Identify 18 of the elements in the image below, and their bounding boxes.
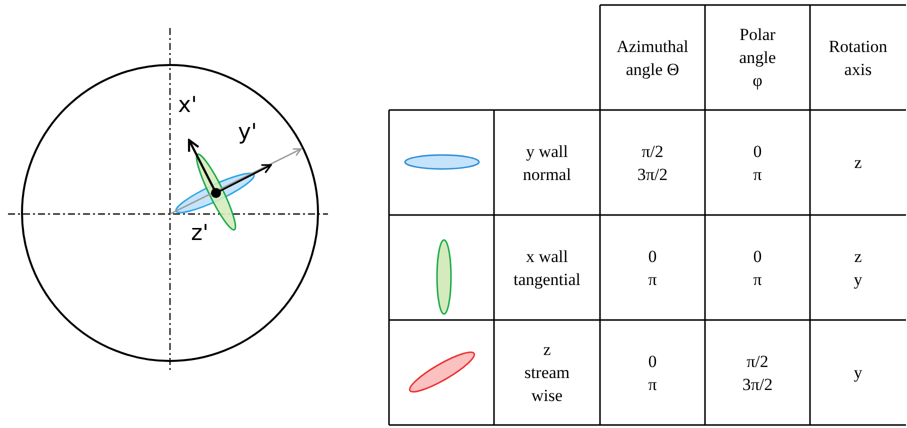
column-header: Rotation axis [828,36,888,80]
row-header: y wall normal [522,140,572,186]
table-cell-text: π/2 3π/2 [637,140,668,186]
row-header: x wall tangential [513,246,581,290]
column-header: Polar angle φ [739,24,776,92]
table-cell-text: π/2 3π/2 [742,350,773,396]
table-cell-text: z [854,152,862,174]
axis-label: z' [191,221,209,246]
table-cell-text: z y [854,246,862,290]
column-header: Azimuthal angle Θ [616,36,688,80]
table-cell-text: 0 π [648,246,657,290]
table-cell-text: 0 π [753,140,762,186]
axis-label: x' [178,93,198,118]
table-cell-text: y [854,362,862,384]
axis-label: y' [238,120,258,145]
row-header: z stream wise [524,339,570,407]
table-cell-text: 0 π [753,246,762,290]
table-cell-text: 0 π [648,350,657,396]
